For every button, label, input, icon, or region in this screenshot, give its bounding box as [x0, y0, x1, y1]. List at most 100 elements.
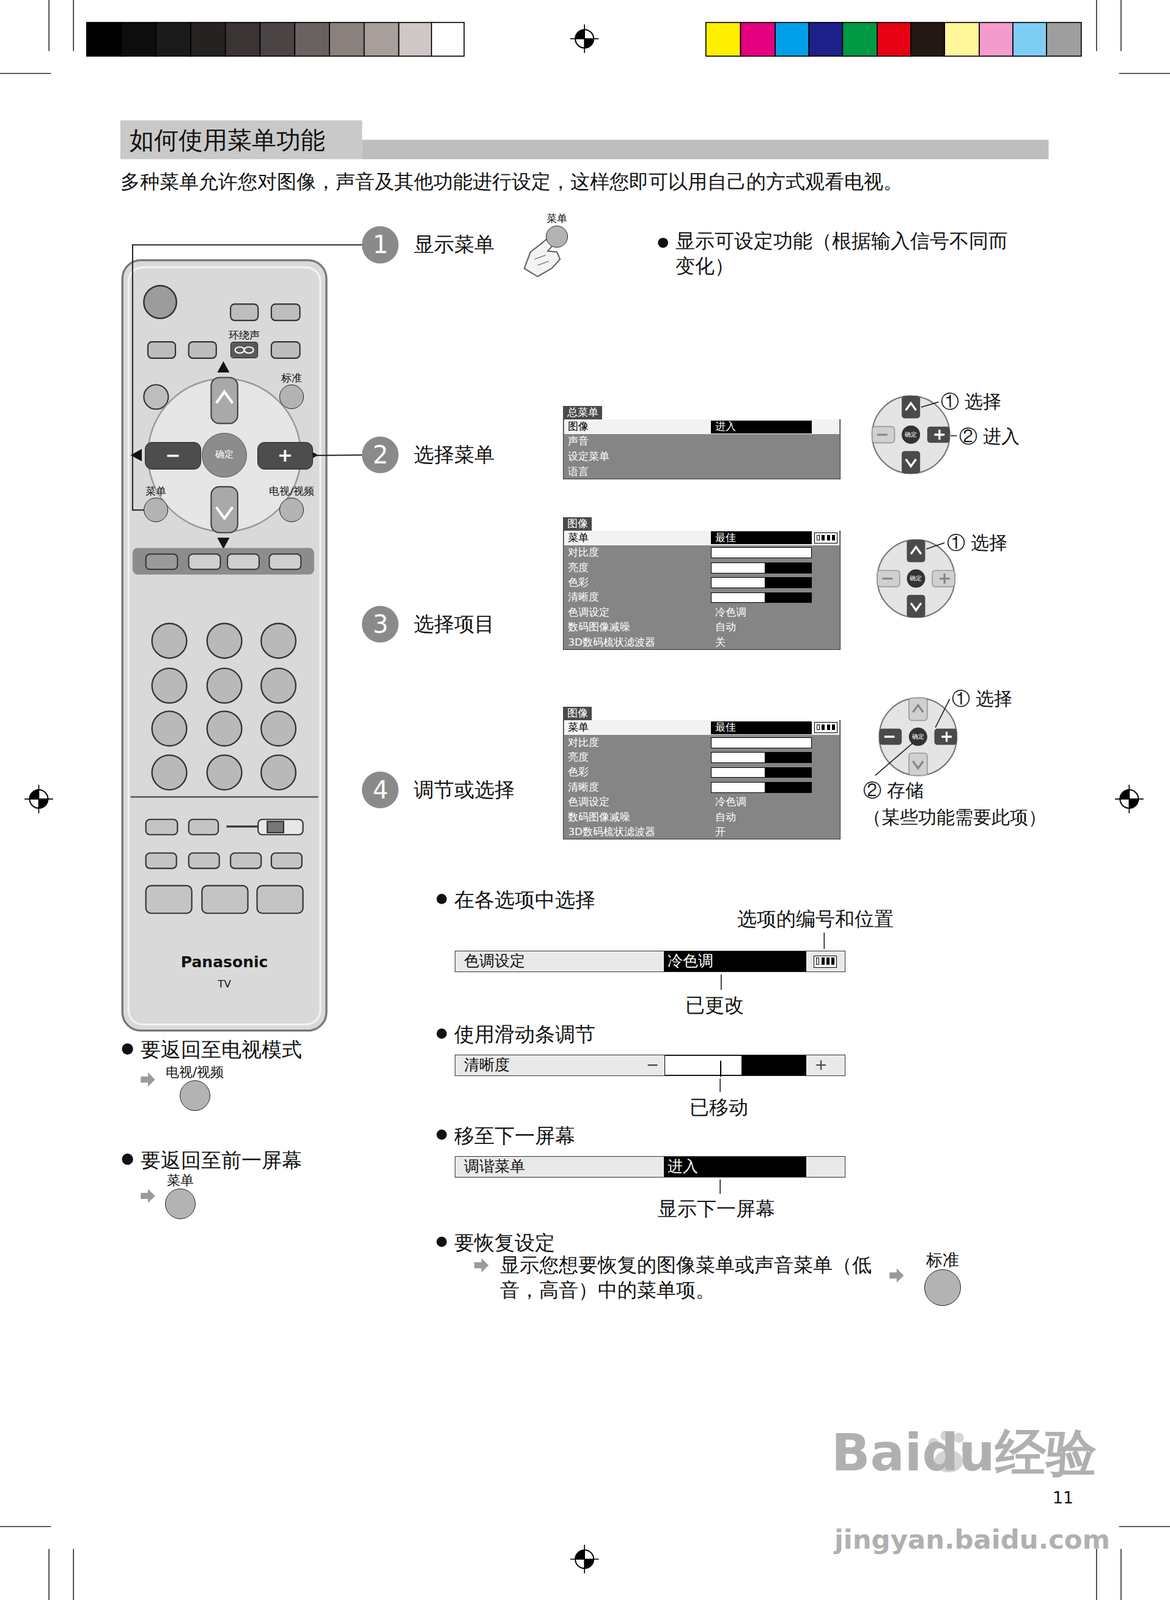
remote-body — [143, 384, 169, 409]
callout: ① 选择 — [951, 686, 1013, 711]
option-indicator — [814, 721, 838, 733]
note: 显示您想要恢复的图像菜单或声音菜单（低音，高音）中的菜单项。 — [500, 1252, 878, 1303]
remote-body — [207, 668, 243, 703]
step-number: 1显示菜单 — [361, 226, 399, 263]
page-number: 11 — [1052, 1487, 1074, 1509]
step-title: 选择项目 — [413, 611, 495, 637]
direction-pad-icon — [901, 396, 920, 419]
slider-tick — [720, 1060, 722, 1078]
remote-body — [269, 553, 302, 570]
menu-button: 菜单 — [143, 497, 169, 523]
step-title: 选择菜单 — [413, 442, 495, 468]
remote-body — [188, 553, 221, 570]
illustration — [889, 1268, 904, 1283]
menu-item: 菜单 — [567, 530, 589, 546]
menu-value: 自动 — [715, 809, 736, 825]
remote-body — [122, 260, 327, 1031]
button-label: 菜单 — [145, 485, 167, 497]
button-label: 确定 — [909, 575, 922, 582]
color-bar — [740, 22, 776, 57]
menu-item: 色调设定 — [567, 794, 610, 810]
bullets — [436, 1129, 447, 1141]
menu-value: 最佳 — [715, 530, 736, 546]
option-bar: 调谐菜单进入 — [454, 1155, 846, 1178]
section-heading: 要恢复设定 — [454, 1229, 556, 1256]
tv-av-button: 电视/视频 — [179, 1080, 211, 1111]
grey-ramp — [121, 22, 157, 57]
remote-body — [227, 553, 260, 570]
color-bar — [775, 22, 809, 57]
remote-body — [152, 754, 188, 790]
callout: 已移动 — [689, 1094, 749, 1120]
remote-body — [230, 852, 262, 869]
color-bar — [910, 22, 945, 57]
slider-track — [742, 1055, 807, 1076]
page-title: 如何使用菜单功能 — [129, 121, 326, 159]
direction-pad-icon — [882, 573, 950, 584]
direction-pad-icon — [908, 727, 928, 746]
slider-fill — [710, 737, 812, 749]
menu-item: 清晰度 — [567, 589, 600, 605]
button-label: 确定 — [202, 450, 246, 460]
remote-body — [207, 710, 243, 746]
standard-button: 标准 — [279, 384, 304, 409]
indicator-bar — [827, 534, 831, 541]
button-label: 确定 — [912, 733, 925, 740]
remote-body — [146, 819, 178, 835]
illustration — [140, 1188, 155, 1203]
menu-value: 最佳 — [715, 720, 736, 735]
leader-lines — [719, 1078, 721, 1092]
remote-body — [146, 885, 192, 914]
option-name: 调谐菜单 — [463, 1156, 526, 1177]
remote-body — [261, 668, 296, 703]
option-name: 色调设定 — [463, 951, 526, 972]
option-name: 清晰度 — [463, 1055, 510, 1076]
slider-bar: 清晰度−+ — [454, 1054, 846, 1076]
color-bar — [706, 22, 1082, 57]
plus-button: + — [257, 441, 314, 470]
step-title: 显示菜单 — [413, 232, 495, 257]
menu-value: 开 — [715, 824, 726, 840]
remote-body — [188, 341, 217, 359]
option-bar: 色调设定冷色调 — [454, 950, 846, 972]
grey-ramp — [86, 22, 122, 57]
direction-pad-icon — [872, 396, 950, 474]
slider-fill — [664, 1055, 743, 1076]
remote-body — [147, 341, 176, 359]
title-band — [120, 120, 362, 159]
leader-connector — [312, 454, 362, 457]
remote-body — [271, 341, 301, 359]
menu-button: 菜单 — [165, 1188, 196, 1219]
remote-body — [210, 377, 238, 424]
grey-ramp — [329, 22, 365, 57]
color-bar — [979, 22, 1013, 57]
menu-item: 菜单 — [567, 720, 589, 735]
menu-value: 进入 — [715, 419, 736, 435]
menu-screen: 图像菜单最佳对比度亮度色彩清晰度色调设定冷色调数码图像减噪自动3D数码梳状滤波器… — [562, 706, 841, 840]
tv-av-button: 电视/视频 — [279, 497, 304, 523]
illustration — [474, 1258, 489, 1273]
crop-marks — [0, 1526, 74, 1600]
remote-body — [226, 825, 258, 828]
indicator-bar — [826, 957, 830, 965]
hand-icon — [534, 254, 549, 266]
option-indicator — [814, 532, 838, 544]
surround-symbol — [235, 346, 245, 353]
slider-fill — [710, 547, 812, 559]
step-number: 4调节或选择 — [361, 771, 399, 809]
bullets — [436, 1236, 447, 1248]
remote-body — [128, 267, 321, 1024]
color-bar — [842, 22, 878, 57]
button-label: 环绕声 — [228, 330, 260, 342]
remote-body — [146, 553, 302, 570]
remote-body — [152, 668, 188, 703]
menu-item: 亮度 — [567, 560, 589, 576]
direction-pad-icon — [877, 539, 955, 618]
illustration — [140, 1072, 155, 1087]
remote-body — [130, 795, 319, 798]
button-label: 确定 — [904, 431, 917, 438]
remote-body — [261, 710, 296, 746]
direction-pad-icon — [872, 396, 950, 474]
leader-lines — [926, 542, 945, 549]
remote-body — [207, 623, 243, 659]
